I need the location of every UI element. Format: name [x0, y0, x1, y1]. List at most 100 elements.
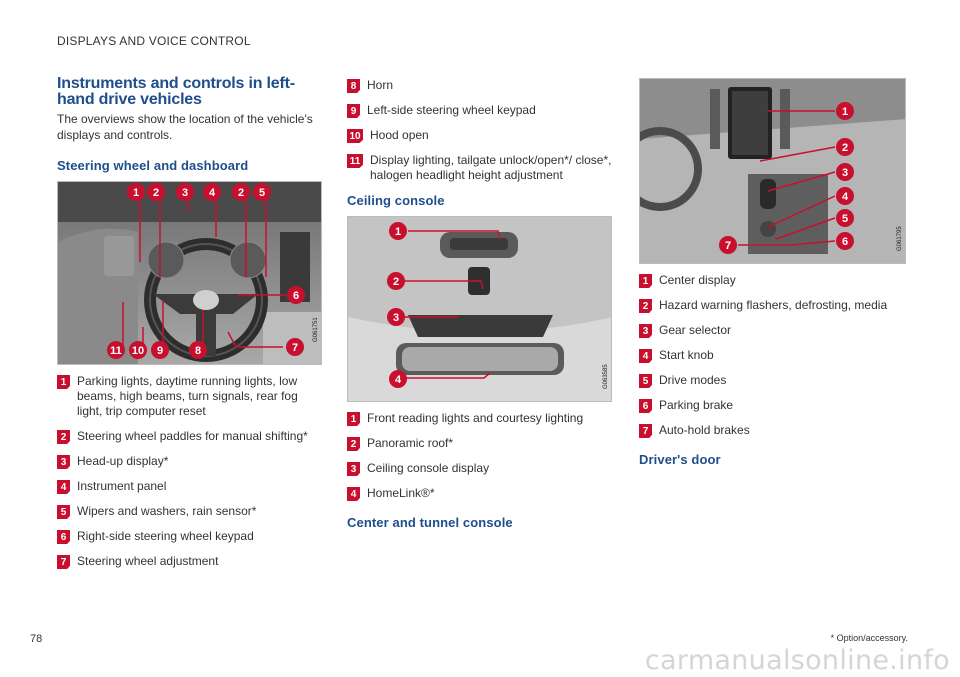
callout-4: 4 — [842, 191, 849, 203]
item-text: Center display — [659, 273, 736, 287]
callout-10: 10 — [132, 345, 144, 357]
section-title-center: Center and tunnel console — [347, 515, 513, 530]
center-console-illustration: 1 2 3 4 5 6 7 G061795 — [640, 79, 905, 263]
list-item: 4 Instrument panel — [57, 479, 323, 494]
callout-6: 6 — [293, 290, 299, 302]
intro-text: The overviews show the location of the v… — [57, 112, 313, 142]
item-text: Gear selector — [659, 323, 732, 337]
list-item: 11 Display lighting, tailgate unlock/open… — [347, 153, 613, 183]
item-number: 3 — [57, 455, 70, 469]
item-number: 2 — [57, 430, 70, 444]
item-number: 5 — [57, 505, 70, 519]
item-text: Steering wheel paddles for manual shifti… — [77, 429, 308, 443]
item-text: Display lighting, tailgate unlock/open*/… — [370, 153, 612, 182]
item-number: 10 — [347, 129, 363, 143]
item-text: Hood open — [370, 128, 429, 142]
callout-8: 8 — [195, 345, 201, 357]
callout-3: 3 — [842, 167, 848, 179]
callout-2b: 2 — [238, 187, 244, 199]
item-text: Head-up display* — [77, 454, 169, 468]
item-text: Left-side steering wheel keypad — [367, 103, 536, 117]
item-text: Hazard warning flashers, defrosting, med… — [659, 298, 888, 312]
callout-1: 1 — [842, 106, 848, 118]
item-text: Instrument panel — [77, 479, 167, 493]
callout-2: 2 — [842, 142, 848, 154]
callout-4: 4 — [395, 374, 402, 386]
section-title-steering: Steering wheel and dashboard — [57, 158, 249, 173]
item-text: Drive modes — [659, 373, 727, 387]
callout-3: 3 — [393, 312, 399, 324]
callout-4: 4 — [209, 187, 216, 199]
item-number: 4 — [57, 480, 70, 494]
item-number: 6 — [57, 530, 70, 544]
item-text: Right-side steering wheel keypad — [77, 529, 254, 543]
column-1: Instruments and controls in left-hand dr… — [57, 76, 323, 579]
list-item: 3 Head-up display* — [57, 454, 323, 469]
callout-11: 11 — [110, 345, 122, 357]
item-text: Wipers and washers, rain sensor* — [77, 504, 257, 518]
footnote: * Option/accessory. — [830, 633, 908, 643]
item-number: 3 — [347, 462, 360, 476]
item-number: 2 — [639, 299, 652, 313]
figure-code: G063585 — [603, 364, 609, 389]
item-text: HomeLink®* — [367, 486, 435, 500]
list-item: 1 Front reading lights and courtesy light… — [347, 411, 613, 426]
item-number: 1 — [57, 375, 70, 389]
ceiling-legend: 1 Front reading lights and courtesy light… — [347, 411, 613, 501]
item-text: Auto-hold brakes — [659, 423, 750, 437]
callout-9: 9 — [157, 345, 163, 357]
callout-6: 6 — [842, 236, 848, 248]
list-item: 2 Steering wheel paddles for manual shift… — [57, 429, 323, 444]
callout-2: 2 — [393, 276, 399, 288]
ceiling-console-illustration: 1 2 3 4 G063585 — [348, 217, 611, 401]
item-text: Ceiling console display — [367, 461, 490, 475]
item-number: 4 — [347, 487, 360, 501]
item-number: 8 — [347, 79, 360, 93]
item-number: 11 — [347, 154, 363, 168]
list-item: 4 Start knob — [639, 348, 905, 363]
callout-2: 2 — [153, 187, 159, 199]
callout-7: 7 — [725, 240, 731, 252]
item-number: 1 — [347, 412, 360, 426]
item-number: 4 — [639, 349, 652, 363]
item-number: 3 — [639, 324, 652, 338]
list-item: 5 Wipers and washers, rain sensor* — [57, 504, 323, 519]
item-text: Start knob — [659, 348, 714, 362]
figure-code: G061795 — [897, 226, 903, 251]
list-item: 3 Ceiling console display — [347, 461, 613, 476]
item-number: 5 — [639, 374, 652, 388]
item-number: 2 — [347, 437, 360, 451]
ceiling-console-figure: 1 2 3 4 G063585 — [347, 216, 612, 402]
item-number: 1 — [639, 274, 652, 288]
item-text: Parking brake — [659, 398, 734, 412]
item-number: 6 — [639, 399, 652, 413]
callout-5: 5 — [842, 213, 848, 225]
figure-code: G061751 — [313, 317, 319, 342]
center-legend: 1 Center display 2 Hazard warning flashers… — [639, 273, 905, 438]
page-title: Instruments and controls in left-hand dr… — [57, 75, 295, 108]
list-item: 6 Parking brake — [639, 398, 905, 413]
item-number: 9 — [347, 104, 360, 118]
callout-1: 1 — [395, 226, 401, 238]
list-item: 3 Gear selector — [639, 323, 905, 338]
list-item: 7 Auto-hold brakes — [639, 423, 905, 438]
steering-wheel-illustration: 1 2 3 4 2 5 6 7 8 9 10 11 G061751 — [58, 182, 321, 364]
callout-3: 3 — [182, 187, 188, 199]
callout-5: 5 — [259, 187, 265, 199]
section-title-door: Driver's door — [639, 452, 721, 467]
item-text: Front reading lights and courtesy lighti… — [367, 411, 584, 425]
list-item: 5 Drive modes — [639, 373, 905, 388]
callout-7: 7 — [292, 342, 298, 354]
list-item: 10 Hood open — [347, 128, 613, 143]
item-number: 7 — [639, 424, 652, 438]
list-item: 9 Left-side steering wheel keypad — [347, 103, 613, 118]
steering-wheel-figure: 1 2 3 4 2 5 6 7 8 9 10 11 G061751 — [57, 181, 322, 365]
center-console-figure: 1 2 3 4 5 6 7 G061795 — [639, 78, 906, 264]
